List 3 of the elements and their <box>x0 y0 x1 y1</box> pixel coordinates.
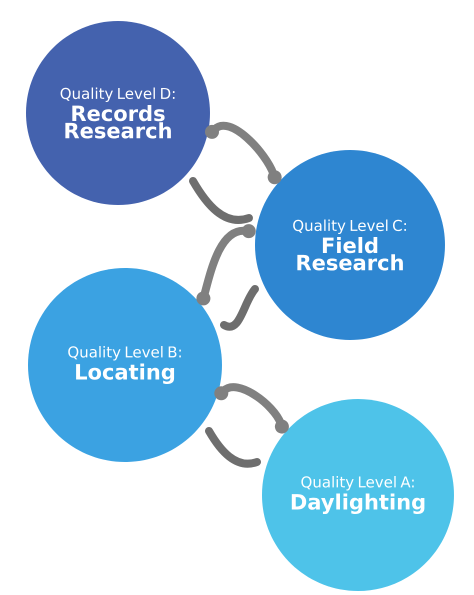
chain-link <box>214 383 289 434</box>
chain-link <box>205 122 282 184</box>
chain-link <box>196 224 256 306</box>
